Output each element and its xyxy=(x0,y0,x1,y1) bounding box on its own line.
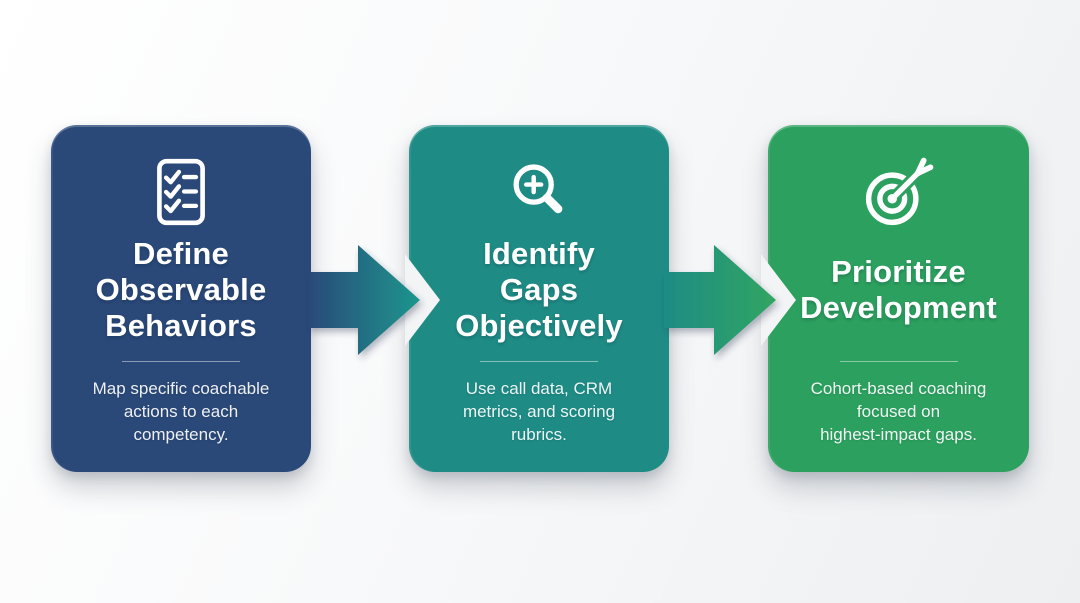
step-title: Define Observable Behaviors xyxy=(95,236,267,343)
arrow-right-connector-1 xyxy=(308,245,440,355)
title-divider xyxy=(480,361,598,362)
step-card-define-observable-behaviors: Define Observable Behaviors Map specific… xyxy=(51,125,311,472)
magnifier-plus-icon xyxy=(505,155,573,229)
step-card-prioritize-development: Prioritize Development Cohort-based coac… xyxy=(768,125,1029,472)
card-notch xyxy=(405,254,440,346)
step-description: Map specific coachable actions to each c… xyxy=(92,379,270,444)
title-divider xyxy=(122,361,240,362)
step-description: Use call data, CRM metrics, and scoring … xyxy=(462,379,616,444)
step-title: Prioritize Development xyxy=(800,254,997,325)
arrow-right-connector-2 xyxy=(664,245,796,355)
arrow-shape xyxy=(308,245,420,355)
step-description: Cohort-based coaching focused on highest… xyxy=(810,379,987,444)
title-divider xyxy=(839,361,958,362)
arrow-shape xyxy=(664,245,776,355)
target-arrow-icon xyxy=(863,155,935,229)
checklist-icon xyxy=(152,155,210,229)
step-card-identify-gaps-objectively: Identify Gaps Objectively Use call data,… xyxy=(409,125,669,472)
step-title: Identify Gaps Objectively xyxy=(455,236,623,343)
card-notch xyxy=(761,254,796,346)
